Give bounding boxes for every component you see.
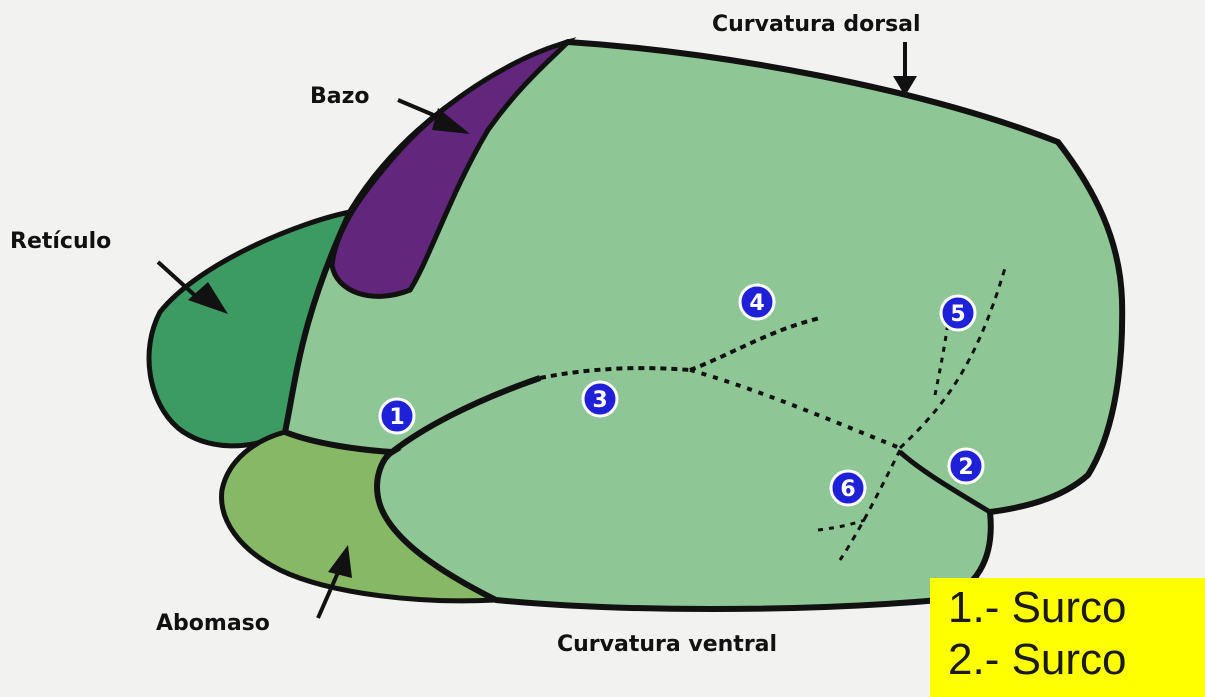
marker-1-text: 1: [389, 405, 404, 430]
marker-6: 6: [829, 469, 867, 507]
marker-2: 2: [947, 447, 985, 485]
marker-5: 5: [939, 294, 977, 332]
arrow-reticulo: [156, 260, 228, 314]
label-abomaso: Abomaso: [156, 611, 270, 636]
sulcus-line-3: [539, 366, 691, 380]
label-reticulo: Retículo: [10, 229, 112, 254]
label-curvatura-dorsal: Curvatura dorsal: [712, 12, 921, 37]
marker-1: 1: [378, 397, 416, 435]
sulcus-line-6: [689, 368, 901, 450]
arrow-abomaso: [316, 545, 352, 619]
sulcus-line-6b: [838, 449, 902, 561]
legend-line-2: 2.- Surco: [948, 635, 1127, 684]
marker-4-text: 4: [749, 291, 764, 316]
rumen-region: [281, 38, 1126, 612]
sulcus-line-5b: [933, 321, 950, 396]
marker-5-text: 5: [950, 302, 965, 327]
arrow-curvatura-dorsal: [893, 42, 917, 96]
marker-2-text: 2: [958, 455, 973, 480]
legend-line-1: 1.- Surco: [948, 583, 1127, 632]
marker-4: 4: [738, 283, 776, 321]
legend-box: 1.- Surco 2.- Surco: [930, 578, 1205, 697]
sulcus-line-2: [898, 450, 992, 515]
sulcus-line-5: [898, 267, 1007, 450]
label-bazo: Bazo: [310, 84, 370, 109]
sulcus-line-4: [689, 316, 821, 372]
sulcus-line-6c: [817, 518, 866, 532]
arrow-bazo: [397, 98, 470, 134]
marker-3: 3: [581, 380, 619, 418]
marker-6-text: 6: [840, 477, 855, 502]
label-curvatura-ventral: Curvatura ventral: [557, 632, 778, 657]
sulcus-line-1: [390, 375, 541, 455]
marker-3-text: 3: [592, 388, 607, 413]
